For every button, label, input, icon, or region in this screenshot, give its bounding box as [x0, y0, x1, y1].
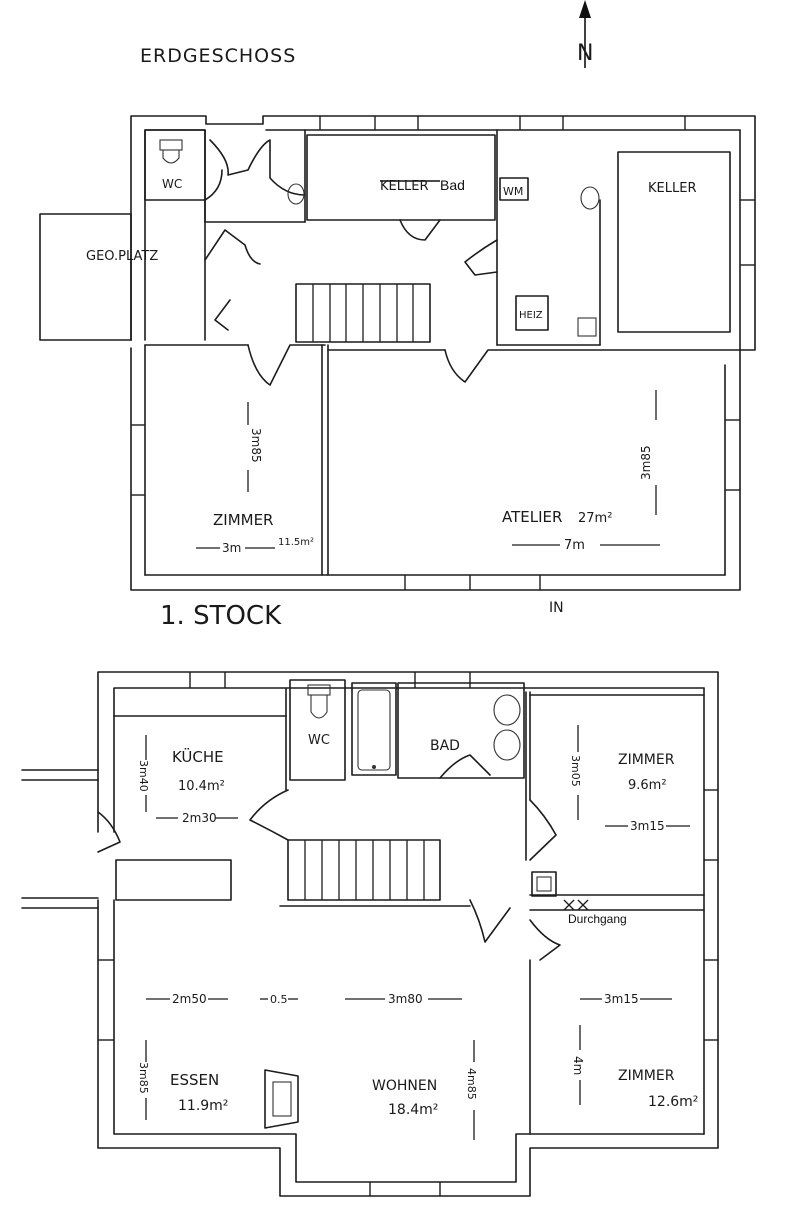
north-arrow-icon	[579, 0, 591, 68]
essen-area: 11.9m²	[178, 1098, 228, 1114]
wm-label: WM	[503, 185, 523, 198]
durchgang-label: Durchgang	[568, 912, 627, 926]
zimmer1-area: 9.6m²	[628, 778, 667, 793]
bad-label: Bad	[440, 177, 465, 193]
wc-upper-label: WC	[308, 733, 330, 748]
first-floor-plan: 1. STOCK 3m40 KÜCHE 10.4m² 2m30	[21, 601, 719, 1197]
kueche-label: KÜCHE	[172, 747, 224, 766]
wohnen-label: WOHNEN	[372, 1078, 437, 1094]
durchgang-marker	[563, 899, 589, 911]
zimmer2-area: 12.6m²	[648, 1094, 698, 1110]
wohnen-width-label: 3m80	[388, 992, 423, 1006]
kueche-area: 10.4m²	[178, 779, 225, 794]
wc-label: WC	[162, 177, 182, 191]
wohnen-height-label: 4m85	[465, 1068, 478, 1100]
first-floor-title: 1. STOCK	[160, 601, 282, 631]
zimmer1-height-label: 3m05	[569, 755, 582, 787]
heiz-label: HEIZ	[519, 310, 543, 321]
keller-struck-label: KELLER	[380, 179, 428, 194]
geo-platz-label: GEO.PLATZ	[86, 249, 158, 264]
essen-height-label: 3m85	[137, 1062, 150, 1094]
zimmer1-width-label: 3m15	[630, 819, 665, 833]
atelier-height-label: 3m85	[639, 445, 653, 480]
atelier-label: ATELIER	[502, 508, 562, 526]
zimmer-area: 11.5m²	[278, 537, 314, 548]
wohnen-area: 18.4m²	[388, 1102, 438, 1118]
zimmer1-label: ZIMMER	[618, 752, 675, 768]
gap-label: 0.5	[270, 993, 288, 1006]
zimmer2-height-label: 4m	[571, 1056, 585, 1075]
zimmer-width-label: 3m	[222, 541, 241, 555]
bad-upper-label: BAD	[430, 738, 460, 754]
zimmer-height-label: 3m85	[249, 428, 263, 463]
atelier-width-label: 7m	[564, 538, 585, 553]
ground-floor-plan: ERDGESCHOSS N GEO.PLATZ	[39, 0, 756, 616]
north-label: N	[577, 41, 593, 66]
zimmer2-width-label: 3m15	[604, 992, 639, 1006]
ground-floor-title: ERDGESCHOSS	[140, 45, 296, 67]
essen-label: ESSEN	[170, 1071, 219, 1089]
kueche-height-label: 3m40	[137, 760, 150, 792]
kueche-width-label: 2m30	[182, 811, 217, 825]
atelier-area: 27m²	[578, 511, 612, 526]
essen-width-label: 2m50	[172, 992, 207, 1006]
entry-label: IN	[549, 600, 564, 616]
keller-label: KELLER	[648, 181, 696, 196]
zimmer2-label: ZIMMER	[618, 1068, 675, 1084]
zimmer-label: ZIMMER	[213, 511, 273, 529]
